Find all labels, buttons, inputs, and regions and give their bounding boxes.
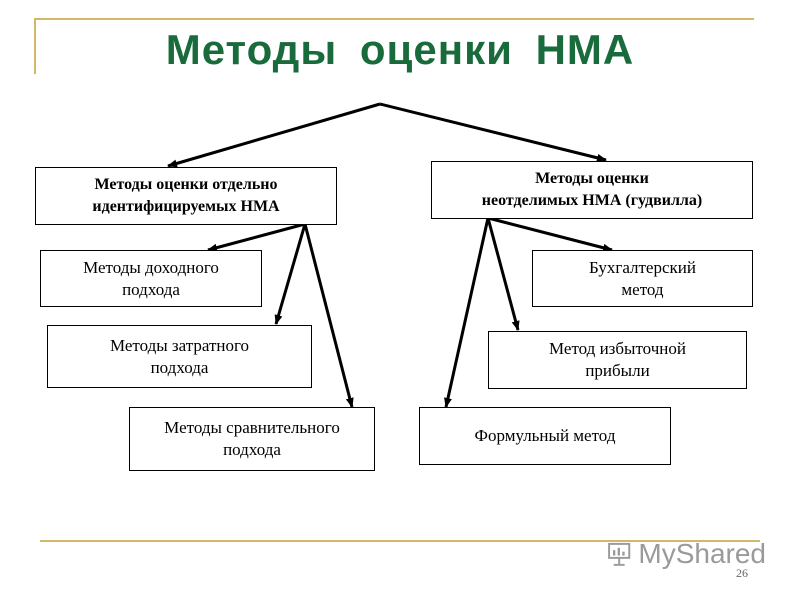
arrow-apex-to-left-main	[167, 102, 381, 168]
box-cost-approach: Методы затратного подхода	[47, 325, 312, 388]
box-excess-profit-method: Метод избыточной прибыли	[488, 331, 747, 389]
arrow-right-to-formula	[444, 217, 490, 408]
box-income-approach: Методы доходного подхода	[40, 250, 262, 307]
box-identifiable-ima-methods: Методы оценки отдельно идентифицируемых …	[35, 167, 337, 225]
presentation-board-icon	[608, 542, 631, 566]
left-vertical-rule	[34, 18, 36, 74]
bottom-rule	[40, 540, 760, 542]
arrow-right-to-excess-profit	[486, 217, 520, 331]
box-goodwill-methods: Методы оценки неотделимых НМА (гудвилла)	[431, 161, 753, 219]
box-comparative-approach: Методы сравнительного подхода	[129, 407, 375, 471]
arrow-left-to-cost	[274, 223, 307, 325]
box-formula-method: Формульный метод	[419, 407, 671, 465]
page-number: 26	[736, 566, 748, 580]
arrow-apex-to-right-main	[379, 102, 607, 162]
slide-title: Методы оценки НМА	[165, 26, 635, 73]
top-rule	[34, 18, 754, 20]
arrow-right-to-accounting	[487, 216, 613, 252]
myshared-logo[interactable]: MyShared	[606, 534, 766, 574]
logo-text: MyShared	[638, 538, 766, 569]
arrow-left-to-income	[207, 222, 306, 252]
box-accounting-method: Бухгалтерский метод	[532, 250, 753, 307]
arrow-left-to-comparative	[303, 223, 354, 408]
